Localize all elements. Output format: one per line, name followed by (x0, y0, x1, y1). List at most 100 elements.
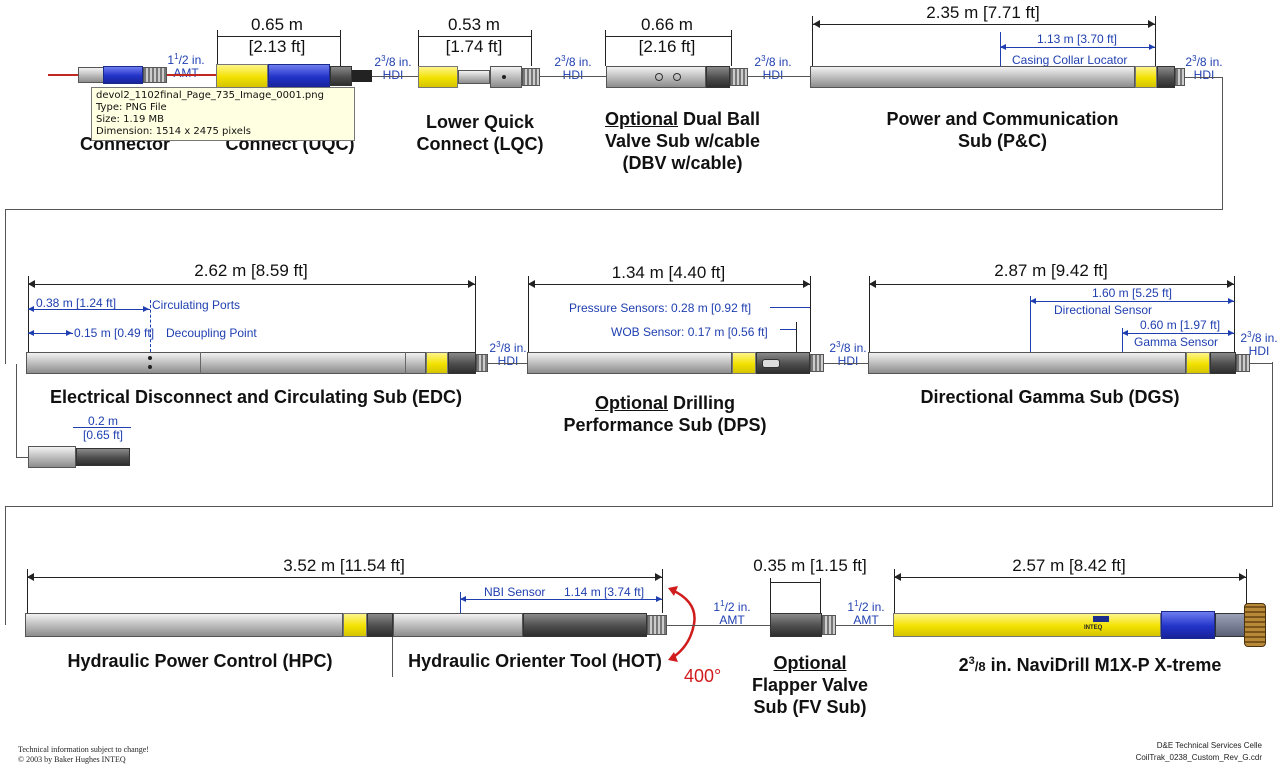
hdi-label-4: 23/8 in.HDI (1185, 54, 1223, 82)
uqc-dark (330, 66, 352, 86)
uqc-dimline (217, 36, 340, 37)
edc-dec-label: Decoupling Point (166, 326, 257, 340)
edc-detail-link-h (16, 457, 28, 458)
dgs-dir-label: Directional Sensor (1054, 303, 1153, 317)
hdi-label-3: 23/8 in.HDI (754, 54, 792, 82)
dgs-yellow (1186, 352, 1210, 374)
lqc-body (458, 70, 490, 84)
dps-arrow-l (528, 280, 535, 288)
navi-yellow (893, 613, 1161, 637)
uqc-tick-r (340, 30, 341, 66)
dgs-dim: 2.87 m [9.42 ft] (994, 261, 1108, 280)
hdi-label-2: 23/8 in.HDI (554, 54, 592, 82)
lqc-thread (522, 68, 540, 86)
link-4 (1185, 77, 1223, 78)
frame-left-1 (5, 209, 6, 364)
file-tooltip: devol2_1102final_Page_735_Image_0001.png… (91, 87, 355, 141)
edc-sub-dark (76, 448, 130, 466)
cable-red (48, 74, 88, 76)
dgs-title: Directional Gamma Sub (DGS) (920, 387, 1180, 407)
navi-arrow-r (1239, 573, 1246, 581)
dgs-gam-dim: 0.60 m [1.97 ft] (1140, 318, 1221, 332)
edc-dec-line (28, 333, 73, 334)
edc-circ-label: Circulating Ports (152, 298, 241, 312)
ctc-body (78, 67, 104, 83)
dps-sensor-window (762, 359, 780, 368)
dbv-thread (730, 68, 748, 86)
fv-dimline (770, 582, 820, 583)
dps-title-1: Optional Drilling (595, 393, 735, 413)
footer-left: Technical information subject to change!… (18, 745, 149, 765)
pc-dim: 2.35 m [7.71 ft] (926, 3, 1040, 22)
edc-dec-arrow-l (28, 330, 34, 336)
amt-label-2: 11/2 in.AMT (713, 599, 751, 627)
rotation-arrow-icon (668, 586, 696, 662)
tooltip-filename: devol2_1102final_Page_735_Image_0001.png (96, 90, 324, 101)
navi-arrow-l (894, 573, 901, 581)
navi-bit-shank (1215, 613, 1245, 637)
dbv-title-3: (DBV w/cable) (622, 153, 743, 173)
pc-ccl-arrow-l (1000, 44, 1006, 50)
hpc-dark (367, 613, 393, 637)
lqc-tick-r (531, 30, 532, 66)
link-8 (667, 625, 770, 626)
navi-tick-r (1246, 569, 1247, 613)
link-1 (372, 76, 418, 77)
pc-arrow-r (1148, 20, 1155, 28)
pc-title-1: Power and Communication (886, 109, 1119, 129)
dgs-dark (1210, 352, 1236, 374)
edc-body (26, 352, 426, 374)
hot-dark (523, 613, 647, 637)
dps-arrow-r (803, 280, 810, 288)
link-3 (748, 76, 810, 77)
uqc-tick-l (217, 30, 218, 66)
dbv-dimline (605, 36, 731, 37)
edc-circ-tick (150, 300, 151, 352)
edc-dimline (28, 284, 475, 285)
edc-detail-link (16, 364, 17, 458)
rotation-label: 400° (684, 666, 722, 686)
edc-sub-dim-ft: [0.65 ft] (82, 428, 124, 442)
link-9 (836, 625, 894, 626)
frame-mid-2 (5, 506, 1273, 507)
link-7 (1250, 363, 1272, 364)
dbv-title-1: Optional Dual Ball (604, 109, 761, 129)
dgs-dir-line (1030, 301, 1234, 302)
hot-nbi-dim: 1.14 m [3.74 ft] (564, 585, 645, 599)
pc-title-2: Sub (P&C) (958, 131, 1047, 151)
edc-circ-arrow-l (28, 306, 34, 312)
edc-sub-line (73, 427, 131, 428)
uqc-pin (352, 70, 372, 82)
amt-label-1: 11/2 in.AMT (167, 52, 205, 80)
pc-yellow (1135, 66, 1157, 88)
edc-port-2 (148, 365, 152, 369)
dps-wob-tick (796, 322, 797, 352)
footer-disclaimer: Technical information subject to change! (18, 745, 149, 754)
dbv-tick-l (605, 30, 606, 66)
dgs-thread (1236, 354, 1250, 372)
uqc-dim-ft: [2.13 ft] (248, 37, 306, 56)
dps-wob-line (780, 329, 796, 330)
hot-nbi-tick (460, 592, 461, 613)
uqc-dim-m: 0.65 m (251, 15, 303, 34)
hpc-dimline (27, 577, 662, 578)
lqc-pin (502, 75, 506, 79)
pc-arrow-l (813, 20, 820, 28)
pc-ccl-tick (1000, 32, 1001, 66)
dbv-dim-m: 0.66 m (641, 15, 693, 34)
hot-thread (647, 615, 667, 635)
pc-body (810, 66, 1135, 88)
dps-thread (810, 354, 824, 372)
dps-tick-r (810, 276, 811, 352)
pc-ccl-dim: 1.13 m [3.70 ft] (1036, 32, 1118, 46)
hpc-dim: 3.52 m [11.54 ft] (283, 556, 405, 575)
edc-seam-2 (405, 352, 406, 374)
dgs-gam-line (1122, 333, 1234, 334)
edc-arrow-r (468, 280, 475, 288)
uqc-blue (268, 64, 330, 88)
fv-title-3: Sub (FV Sub) (753, 697, 867, 717)
edc-circ-arrow-r (143, 306, 149, 312)
link-6 (824, 363, 868, 364)
dgs-gam-label: Gamma Sensor (1134, 335, 1219, 349)
lqc-dim-ft: [1.74 ft] (445, 37, 503, 56)
